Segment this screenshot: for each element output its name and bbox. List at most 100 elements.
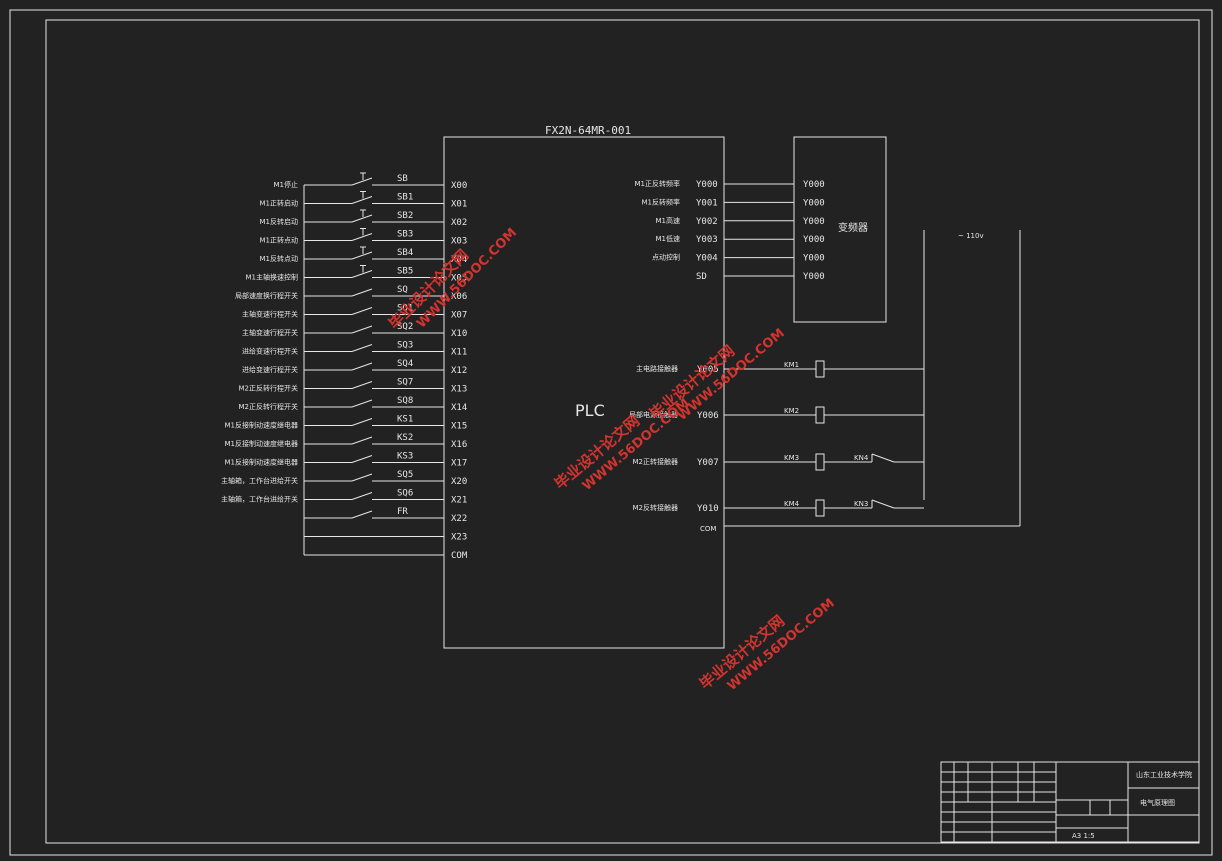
output-port-0: Y000 <box>696 180 718 190</box>
input-switch-16 <box>351 473 373 482</box>
interlock-label-2: KN4 <box>854 454 869 462</box>
title-block-drawing: 电气原理图 <box>1140 798 1175 807</box>
interlock-contact-3 <box>871 499 895 509</box>
output-port-2: Y002 <box>696 217 718 227</box>
contactor-coil-3 <box>815 499 825 517</box>
input-switch-label-14: KS2 <box>397 433 413 443</box>
input-switch-label-8: SQ2 <box>397 322 413 332</box>
input-switch-3 <box>351 233 373 241</box>
input-switch-label-15: KS3 <box>397 452 413 462</box>
input-desc-5: M1主轴换速控制 <box>246 273 299 282</box>
interlock-label-3: KN3 <box>854 500 868 508</box>
contactor-port-2: Y007 <box>697 458 719 468</box>
input-switch-15 <box>351 455 373 463</box>
input-switch-4 <box>351 251 373 260</box>
input-switch-14 <box>351 436 373 445</box>
output-port-1: Y001 <box>696 198 718 208</box>
input-switch-17 <box>351 492 373 500</box>
input-port-10: X12 <box>451 366 467 376</box>
contactor-coil-1 <box>815 406 825 424</box>
input-switch-label-13: KS1 <box>397 415 413 425</box>
input-port-19: X23 <box>451 533 467 543</box>
input-switch-0 <box>351 177 373 186</box>
input-port-9: X11 <box>451 348 467 358</box>
plc-box <box>443 136 725 649</box>
input-switch-label-2: SB2 <box>397 211 413 221</box>
input-desc-14: M1反接制动速度继电器 <box>225 439 299 448</box>
vfd-terminal-2: Y000 <box>803 217 825 227</box>
input-desc-10: 进给变速行程开关 <box>242 365 298 374</box>
interlock-contact-2 <box>871 453 895 463</box>
input-desc-11: M2正反转行程开关 <box>239 384 299 393</box>
contactor-desc-2: M2正转接触器 <box>633 457 679 466</box>
supply-label: ~ 110v <box>958 232 984 240</box>
input-switch-label-1: SB1 <box>397 193 413 203</box>
contactor-coil-label-3: KM4 <box>784 500 800 508</box>
input-switch-18 <box>351 510 373 519</box>
input-switch-label-12: SQ8 <box>397 396 413 406</box>
input-port-8: X10 <box>451 329 467 339</box>
input-port-15: X17 <box>451 459 467 469</box>
contactor-port-0: Y005 <box>697 365 719 375</box>
input-desc-9: 进给变速行程开关 <box>242 347 298 356</box>
input-port-2: X02 <box>451 218 467 228</box>
output-port-3: Y003 <box>696 235 718 245</box>
title-block: 山东工业技术学院 电气原理图 A3 1:5 <box>940 761 1200 843</box>
plc-label: PLC <box>575 401 605 420</box>
contactor-port-1: Y006 <box>697 411 719 421</box>
input-switch-10 <box>351 362 373 371</box>
vfd-label: 变频器 <box>838 221 868 234</box>
input-port-7: X07 <box>451 311 467 321</box>
contactor-desc-0: 主电路接触器 <box>636 364 678 373</box>
contactor-coil-label-1: KM2 <box>784 407 799 415</box>
input-switch-label-3: SB3 <box>397 230 413 240</box>
input-switch-label-18: FR <box>397 507 408 517</box>
input-desc-15: M1反接制动速度继电器 <box>225 458 299 467</box>
input-switch-label-17: SQ6 <box>397 489 413 499</box>
input-switch-label-6: SQ <box>397 285 408 295</box>
input-port-12: X14 <box>451 403 467 413</box>
title-block-scale: A3 1:5 <box>1072 832 1095 840</box>
inner-border <box>45 19 1200 844</box>
input-switch-2 <box>351 214 373 223</box>
contactor-desc-1: 局部电源接触器 <box>629 410 678 419</box>
input-port-3: X03 <box>451 237 467 247</box>
input-port-1: X01 <box>451 200 467 210</box>
output-desc-2: M1高速 <box>656 216 681 225</box>
contactor-coil-2 <box>815 453 825 471</box>
output-port-4: Y004 <box>696 254 718 264</box>
input-desc-7: 主轴变速行程开关 <box>242 310 298 319</box>
output-desc-1: M1反转频率 <box>642 197 681 206</box>
input-desc-0: M1停止 <box>274 180 299 189</box>
input-switch-label-10: SQ4 <box>397 359 413 369</box>
vfd-terminal-1: Y000 <box>803 198 825 208</box>
input-port-14: X16 <box>451 440 467 450</box>
input-switch-label-4: SB4 <box>397 248 413 258</box>
input-switch-9 <box>351 344 373 352</box>
contactor-coil-label-2: KM3 <box>784 454 799 462</box>
input-desc-16: 主轴箱，工作台进给开关 <box>221 476 298 485</box>
input-desc-1: M1正转启动 <box>260 199 299 208</box>
input-desc-3: M1正转点动 <box>260 236 299 245</box>
input-port-6: X06 <box>451 292 467 302</box>
input-circuit: X00M1停止SBX01M1正转启动SB1X02M1反转启动SB2X03M1正转… <box>221 172 468 561</box>
input-switch-5 <box>351 270 373 278</box>
input-desc-12: M2正反转行程开关 <box>239 402 299 411</box>
contactor-coil-0 <box>815 360 825 378</box>
contactor-port-3: Y010 <box>697 504 719 514</box>
output-com-label: COM <box>700 525 716 533</box>
input-port-0: X00 <box>451 181 467 191</box>
input-switch-13 <box>351 418 373 426</box>
vfd-terminal-3: Y000 <box>803 235 825 245</box>
input-switch-7 <box>351 307 373 315</box>
input-switch-label-11: SQ7 <box>397 378 413 388</box>
input-port-17: X21 <box>451 496 467 506</box>
input-desc-8: 主轴变速行程开关 <box>242 328 298 337</box>
output-port-5: SD <box>696 272 707 282</box>
input-switch-label-9: SQ3 <box>397 341 413 351</box>
input-switch-label-16: SQ5 <box>397 470 413 480</box>
output-desc-4: 点动控制 <box>652 253 680 262</box>
input-switch-label-0: SB <box>397 174 408 184</box>
input-switch-11 <box>351 381 373 389</box>
